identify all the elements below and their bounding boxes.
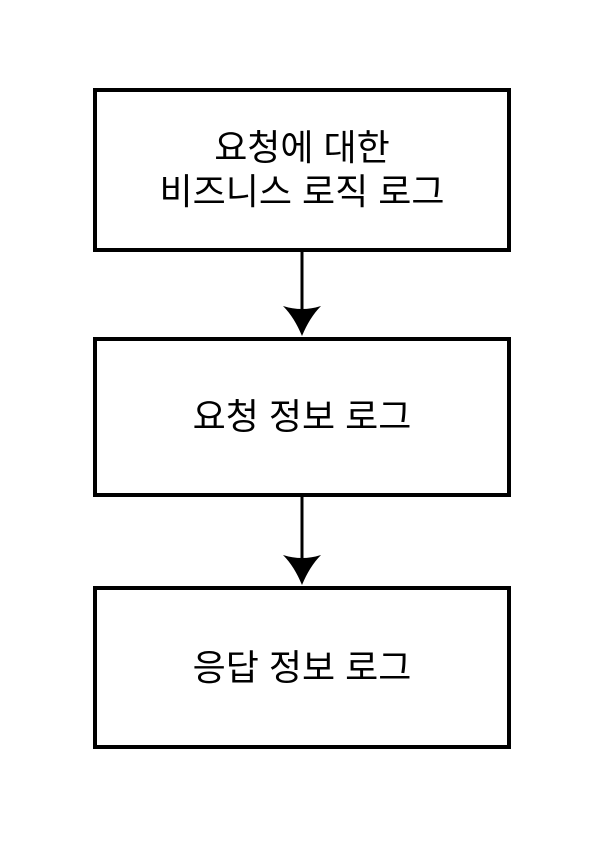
flow-node-request-business-logic-log: 요청에 대한 비즈니스 로직 로그	[93, 88, 511, 252]
node-label-line: 응답 정보 로그	[192, 646, 412, 688]
node-label-line: 비즈니스 로직 로그	[159, 171, 445, 212]
node-label-line: 요청에 대한	[214, 127, 390, 168]
node-label-line: 요청 정보 로그	[192, 396, 412, 437]
arrow-down-1	[283, 250, 321, 336]
flow-node-response-info-log: 응답 정보 로그	[93, 586, 511, 749]
arrowhead-down-icon	[283, 555, 321, 585]
flow-node-request-info-log: 요청 정보 로그	[93, 337, 511, 497]
arrowhead-down-icon	[283, 306, 321, 336]
arrow-down-2	[283, 495, 321, 585]
